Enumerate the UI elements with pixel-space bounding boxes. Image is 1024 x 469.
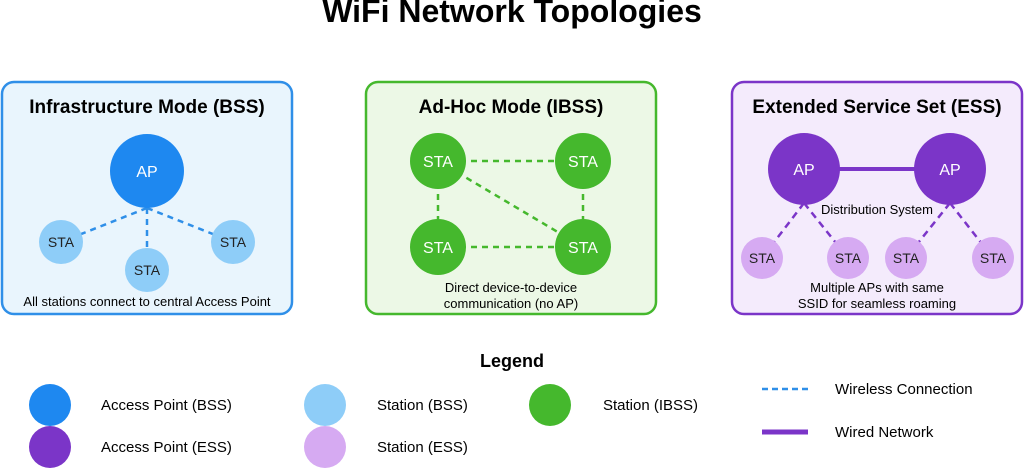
ibss-sta-tl-label: STA <box>423 154 453 171</box>
ibss-station-bottom-left <box>410 219 466 275</box>
bss-station-center <box>125 248 169 292</box>
ibss-sta-br-label: STA <box>568 240 598 257</box>
ess-distribution-label: Distribution System <box>821 202 933 217</box>
ibss-station-bottom-right <box>555 219 611 275</box>
ibss-sta-bl-label: STA <box>423 240 453 257</box>
legend-sta-ess-swatch <box>304 426 346 468</box>
panel-ibss-title: Ad-Hoc Mode (IBSS) <box>419 97 604 118</box>
panel-ess: Extended Service Set (ESS) AP AP Distrib… <box>730 80 1024 316</box>
legend-ap-ess-label: Access Point (ESS) <box>101 439 232 456</box>
bss-access-point <box>110 134 184 208</box>
panel-bss: Infrastructure Mode (BSS) AP STA STA STA… <box>0 80 294 316</box>
ess-ap-left-label: AP <box>793 162 814 179</box>
ess-sta-3-label: STA <box>893 250 920 266</box>
bss-station-right <box>211 220 255 264</box>
bss-station-left <box>39 220 83 264</box>
legend-sta-ess-label: Station (ESS) <box>377 439 468 456</box>
legend-ap-ess-swatch <box>29 426 71 468</box>
ess-station-1 <box>741 237 783 279</box>
ibss-station-top-right <box>555 133 611 189</box>
ess-sta-1-label: STA <box>749 250 776 266</box>
legend: Legend Access Point (BSS) Access Point (… <box>29 351 973 468</box>
legend-sta-bss-swatch <box>304 384 346 426</box>
panel-ess-caption-line2: SSID for seamless roaming <box>798 296 956 311</box>
legend-sta-bss-label: Station (BSS) <box>377 397 468 414</box>
bss-sta-center-label: STA <box>134 262 161 278</box>
legend-wired-label: Wired Network <box>835 424 934 441</box>
ess-sta-4-label: STA <box>980 250 1007 266</box>
diagram-title: WiFi Network Topologies <box>322 0 702 29</box>
panel-ess-title: Extended Service Set (ESS) <box>752 97 1001 118</box>
ess-sta-2-label: STA <box>835 250 862 266</box>
panel-ibss-caption-line1: Direct device-to-device <box>445 280 577 295</box>
panel-ibss-caption-line2: communication (no AP) <box>444 296 578 311</box>
legend-ap-bss-label: Access Point (BSS) <box>101 397 232 414</box>
panel-ibss: Ad-Hoc Mode (IBSS) STA STA STA STA Direc… <box>364 80 658 316</box>
panel-bss-caption: All stations connect to central Access P… <box>23 294 271 309</box>
ess-access-point-left <box>768 133 840 205</box>
bss-sta-right-label: STA <box>220 234 247 250</box>
legend-sta-ibss-swatch <box>529 384 571 426</box>
legend-ap-bss-swatch <box>29 384 71 426</box>
ibss-sta-tr-label: STA <box>568 154 598 171</box>
ess-station-2 <box>827 237 869 279</box>
panel-bss-title: Infrastructure Mode (BSS) <box>29 97 264 118</box>
ess-access-point-right <box>914 133 986 205</box>
legend-wireless-label: Wireless Connection <box>835 381 973 398</box>
ibss-station-top-left <box>410 133 466 189</box>
legend-sta-ibss-label: Station (IBSS) <box>603 397 698 414</box>
ess-ap-right-label: AP <box>939 162 960 179</box>
bss-ap-label: AP <box>136 164 157 181</box>
legend-title: Legend <box>480 351 544 371</box>
ess-station-4 <box>972 237 1014 279</box>
bss-sta-left-label: STA <box>48 234 75 250</box>
ess-station-3 <box>885 237 927 279</box>
panel-ess-caption-line1: Multiple APs with same <box>810 280 944 295</box>
